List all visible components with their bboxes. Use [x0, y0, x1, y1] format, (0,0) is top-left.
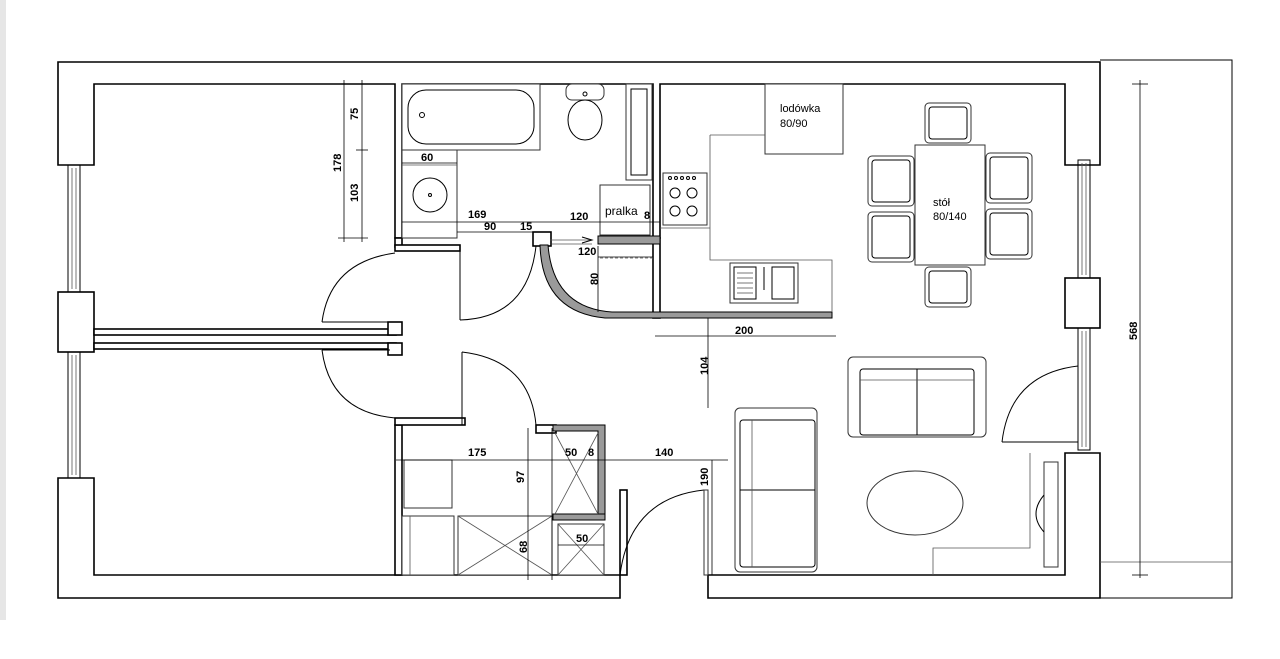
- dim-50-top: 50: [565, 447, 577, 459]
- dim-175: 175: [468, 447, 486, 459]
- dim-103: 103: [349, 184, 361, 202]
- windows: [67, 159, 1091, 479]
- room-doors: [321, 252, 1079, 576]
- dim-190: 190: [699, 468, 711, 486]
- dim-80: 80: [589, 273, 601, 285]
- dim-68: 68: [518, 541, 530, 553]
- fridge-size-label: 80/90: [780, 118, 808, 130]
- dining: [867, 102, 1033, 308]
- living-room: [734, 356, 1059, 575]
- dim-140: 140: [655, 447, 673, 459]
- dim-200: 200: [735, 325, 753, 337]
- bathroom: [401, 83, 653, 321]
- dim-120-bottom: 120: [578, 246, 596, 258]
- kitchen: [660, 83, 844, 312]
- table-label: stół: [933, 197, 951, 209]
- dim-50-bottom: 50: [576, 533, 588, 545]
- dim-169: 169: [468, 209, 486, 221]
- exterior-walls: [57, 59, 1233, 599]
- dim-568: 568: [1128, 322, 1140, 340]
- text-labels: lodówka 80/90 stół 80/140 pralka 75 178 …: [332, 103, 1140, 553]
- dim-104: 104: [699, 356, 711, 375]
- dim-8-bottom: 8: [588, 447, 594, 459]
- floor-plan: lodówka 80/90 stół 80/140 pralka 75 178 …: [57, 59, 1233, 599]
- dim-60: 60: [421, 152, 433, 164]
- dim-15: 15: [520, 221, 532, 233]
- page-edge: [0, 0, 6, 620]
- dim-120-top: 120: [570, 211, 588, 223]
- dim-75: 75: [349, 108, 361, 120]
- dim-8-top: 8: [644, 210, 650, 222]
- table-size-label: 80/140: [933, 211, 967, 223]
- dimension-lines: [338, 80, 1148, 580]
- dim-90: 90: [484, 221, 496, 233]
- washer-label: pralka: [605, 204, 638, 218]
- dim-97: 97: [515, 471, 527, 483]
- bottom-margin: [0, 620, 1280, 659]
- fridge-label: lodówka: [780, 103, 821, 115]
- interior-walls: [93, 231, 833, 576]
- dim-178: 178: [332, 154, 344, 172]
